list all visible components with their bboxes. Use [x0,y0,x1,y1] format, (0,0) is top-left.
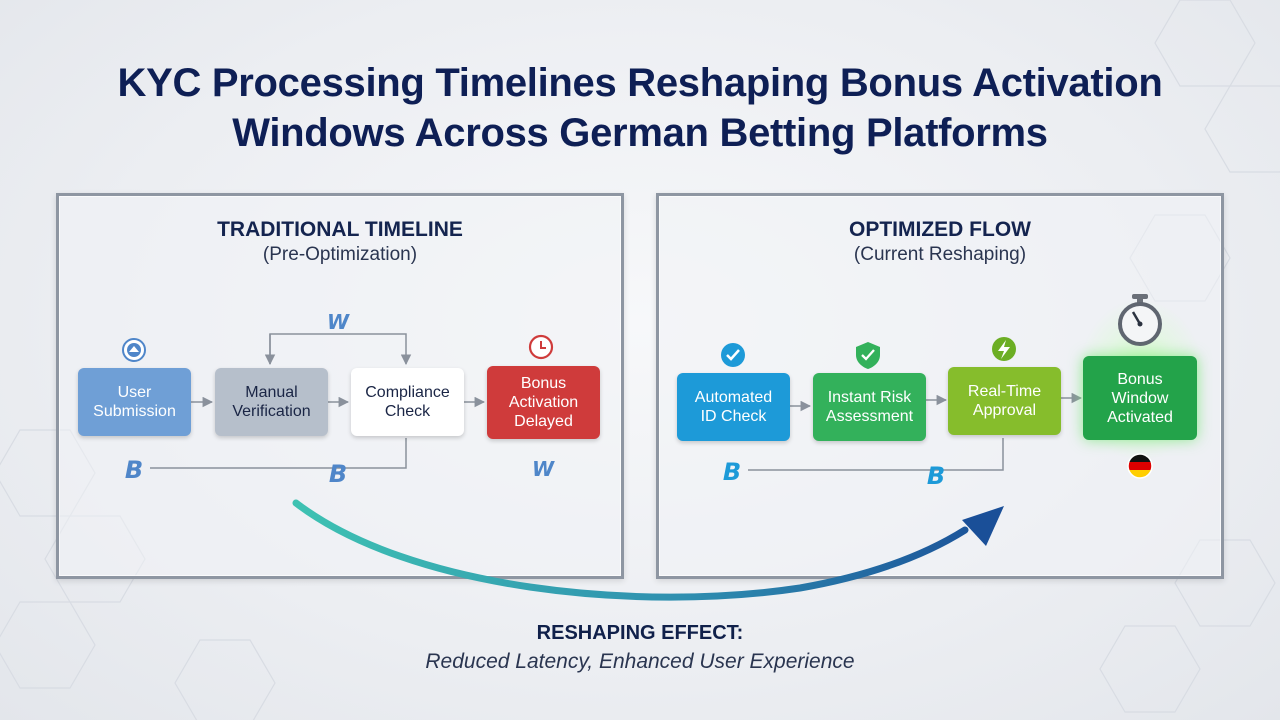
return-loop-line [748,438,1004,471]
return-loop-line [150,438,407,469]
clock-icon [528,334,554,360]
optimized-subheading: (Current Reshaping) [853,244,1027,265]
title-line-1: KYC Processing Timelines Reshaping Bonus… [117,61,1163,105]
loop-mark-left: B [125,456,143,484]
loop-mark-mid: B [329,460,347,488]
page-title: KYC Processing Timelines Reshaping Bonus… [0,58,1280,158]
loop-mark-mid-opt: B [927,462,945,490]
lightning-icon [992,337,1016,361]
reshaping-arrow-head [962,506,1004,546]
reshaping-effect-title: RESHAPING EFFECT: [536,622,744,644]
shield-check-icon [856,342,880,369]
rework-loop-arrow [269,333,412,366]
loop-mark-left-opt: B [723,458,741,486]
traditional-heading: TRADITIONAL TIMELINE [217,218,463,241]
title-line-2: Windows Across German Betting Platforms [232,111,1048,155]
stopwatch-icon [1118,294,1162,346]
arrow-circle-icon [122,338,146,362]
optimized-heading: OPTIMIZED FLOW [849,218,1031,241]
loop-mark-top: W [327,310,350,334]
check-circle-icon [721,343,745,367]
traditional-subheading: (Pre-Optimization) [262,244,418,265]
reshaping-arc-arrow [292,499,969,601]
loop-mark-right: W [532,457,555,481]
german-flag-icon [1127,453,1153,479]
reshaping-effect-subtitle: Reduced Latency, Enhanced User Experienc… [425,650,855,673]
